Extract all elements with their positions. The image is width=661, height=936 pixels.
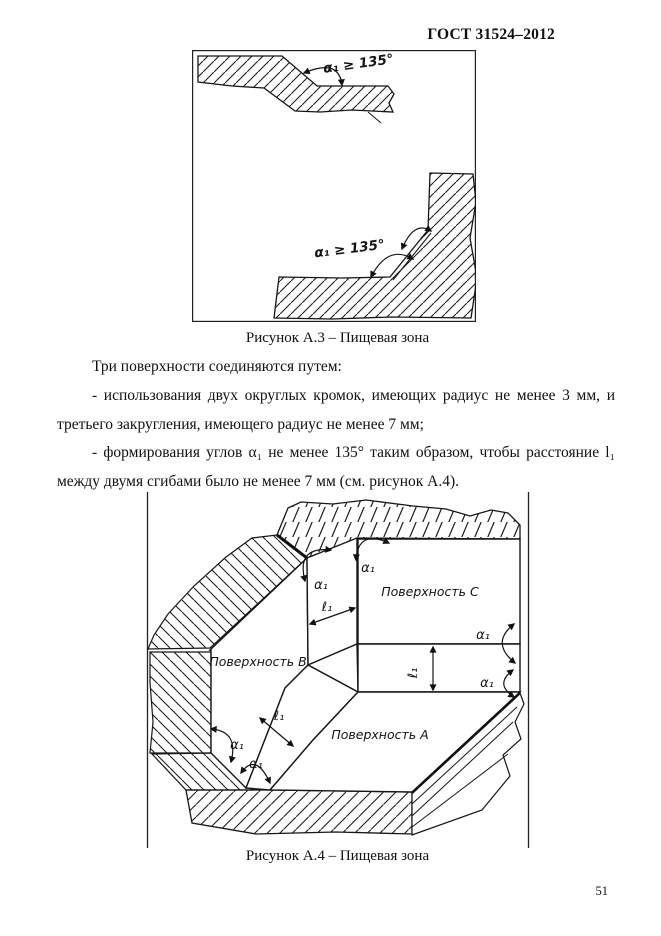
slab-front-edge	[411, 692, 521, 794]
figure-a3: α₁ ≥ 135° α₁ ≥ 135°	[192, 50, 476, 322]
alpha-label-3: α₁	[476, 628, 490, 643]
angle-arc-c-top	[352, 537, 391, 562]
surface-b-label: Поверхность В	[209, 654, 306, 669]
alpha-label-6: α₁	[249, 757, 263, 772]
figure-a4: α₁ α₁ α₁ α₁ α₁ α₁ ℓ₁ ℓ₁ ℓ₁ Поверхность В…	[146, 492, 530, 848]
angle-arc-bottom-2	[400, 225, 433, 251]
paragraph-item1: - использования двух округлых кромок, им…	[57, 386, 615, 433]
angle-arc-b-top	[300, 545, 333, 583]
body-text: Три поверхности соединяются путем: - исп…	[57, 353, 615, 497]
horizontal-chamfer-strip	[357, 643, 521, 693]
surface-c-label: Поверхность С	[381, 584, 479, 599]
hatched-diagonal-band	[147, 534, 308, 650]
paragraph-intro: Три поверхности соединяются путем:	[92, 358, 342, 375]
dim-arrow-diagonal-strip	[258, 717, 295, 747]
ell-label-2: ℓ₁	[406, 668, 421, 680]
ell-label-1: ℓ₁	[321, 600, 333, 615]
alpha-label-5: α₁	[230, 738, 244, 753]
angle-arc-b-bottom	[209, 725, 236, 764]
dim-arrow-vertical-strip	[308, 606, 357, 626]
page-number: 51	[595, 884, 609, 898]
surface-a-region	[268, 691, 522, 793]
standard-number-header: ГОСТ 31524–2012	[427, 26, 555, 43]
alpha-label-2: α₁	[361, 561, 375, 576]
hatched-left-band	[149, 651, 212, 754]
leader-tick	[367, 111, 382, 124]
paragraph-item2: - формирования углов α₁ не менее 135° та…	[57, 444, 615, 491]
alpha-label-4: α₁	[480, 676, 494, 691]
slab-side-face-lines	[411, 706, 518, 828]
alpha-label-1: α₁	[314, 578, 328, 593]
angle-arc-strip-bottom	[240, 763, 271, 785]
surface-a-label: Поверхность А	[331, 727, 428, 742]
figure-a3-caption: Рисунок А.3 – Пищевая зона	[245, 330, 430, 346]
figure-a3-border	[192, 50, 476, 322]
angle-annotation-top: α₁ ≥ 135°	[322, 51, 394, 77]
ell-label-3: ℓ₁	[273, 709, 285, 724]
angle-arc-bottom-1	[370, 253, 415, 279]
hatched-bottom-band	[185, 789, 413, 835]
angle-arc-right-lower	[503, 669, 516, 698]
angle-arc-right-upper	[501, 623, 517, 664]
angle-arc-top	[302, 67, 345, 87]
figure-a3-drawing: α₁ ≥ 135° α₁ ≥ 135°	[192, 50, 476, 322]
figure-a4-drawing: α₁ α₁ α₁ α₁ α₁ α₁ ℓ₁ ℓ₁ ℓ₁ Поверхность В…	[146, 492, 530, 848]
angle-annotation-bottom: α₁ ≥ 135°	[313, 237, 385, 262]
figure-a4-caption: Рисунок А.4 – Пищевая зона	[245, 848, 430, 864]
